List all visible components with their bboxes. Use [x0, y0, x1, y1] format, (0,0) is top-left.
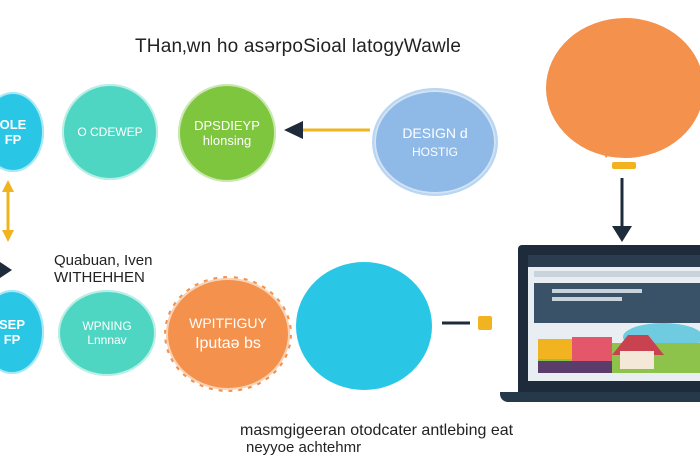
node-top-4-line2: HOSTIG — [411, 145, 458, 159]
node-bottom-2: WPNING Lnnnav — [58, 290, 156, 376]
node-top-3: DPSDIEYP hlonsing — [178, 84, 276, 182]
node-top-3-line2: hlonsing — [202, 133, 252, 148]
arrow-blue-to-green-head — [284, 121, 303, 139]
node-bottom-3: WPITFIGUY Iputaə bs — [164, 276, 292, 392]
middle-caption-line1: Quabuan, Iven — [54, 252, 153, 269]
bottom-caption-line2: neyyoe achtehmr — [246, 439, 362, 456]
node-bottom-3-line2: Iputaə bs — [195, 335, 261, 352]
laptop-screen — [518, 245, 700, 393]
bottom-caption: masmgigeeran otodcater antlebing eat ney… — [240, 422, 513, 456]
vertical-double-arrow-top-head — [2, 180, 14, 192]
node-bottom-1-line1: SEP — [0, 317, 25, 332]
laptop-base — [500, 392, 700, 402]
bubble-connector-bar — [612, 162, 636, 169]
laptop-display — [528, 255, 700, 381]
middle-caption-line2: WITHEHHEN — [54, 269, 145, 286]
node-top-3-line1: DPSDIEYP — [194, 118, 260, 133]
node-bottom-3-line1: WPITFIGUY — [189, 315, 267, 331]
node-bottom-1-line2: FP — [3, 332, 21, 347]
node-bottom-2-line2: Lnnnav — [87, 333, 127, 347]
node-top-2-line1: O CDEWEP — [77, 125, 143, 139]
left-edge-arrow-head — [0, 262, 12, 278]
node-bottom-4 — [296, 262, 432, 390]
speech-bubble-tail — [590, 130, 630, 158]
node-top-2: O CDEWEP — [62, 84, 158, 180]
node-top-4-line1: DESIGN d — [402, 125, 468, 141]
vertical-double-arrow-bottom-head — [2, 230, 14, 242]
middle-caption: Quabuan, Iven WITHEHHEN — [54, 252, 152, 286]
node-top-4: DESIGN d HOSTIG — [372, 88, 498, 196]
website-illustration — [528, 255, 700, 373]
node-bottom-2-line1: WPNING — [82, 319, 132, 333]
node-top-1-line2: FP — [4, 132, 22, 147]
cyan-to-laptop-marker — [478, 316, 492, 330]
node-top-1-line1: OLE — [0, 117, 27, 132]
bottom-caption-line1: masmgigeeran otodcater antlebing eat — [240, 422, 514, 439]
diagram-title: THan‚wn ho asərpoSioal latogyWawle — [135, 36, 462, 57]
down-arrow-head — [612, 226, 632, 242]
